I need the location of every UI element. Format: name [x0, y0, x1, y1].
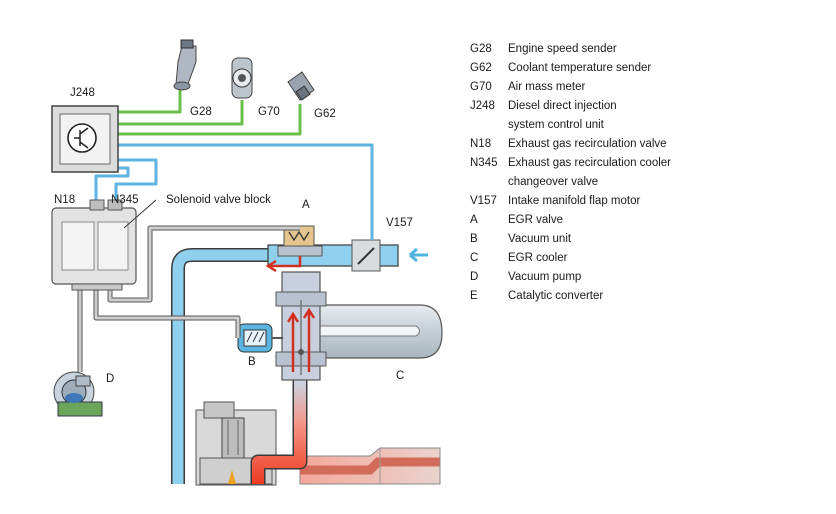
legend-row: E Catalytic converter	[470, 287, 810, 306]
label-j248: J248	[70, 87, 95, 99]
engine-speed-sender-g28	[173, 39, 197, 91]
legend-desc: EGR cooler	[508, 252, 568, 264]
control-lines	[94, 143, 374, 240]
legend-row: G28 Engine speed sender	[470, 40, 810, 59]
vacuum-pump	[53, 371, 103, 417]
legend-row: G62 Coolant temperature sender	[470, 59, 810, 78]
legend-desc: Diesel direct injection	[508, 100, 617, 112]
label-n345: N345	[111, 194, 139, 206]
legend-row: G70 Air mass meter	[470, 78, 810, 97]
label-c: C	[396, 370, 404, 382]
legend-code: V157	[470, 195, 497, 207]
label-d: D	[106, 373, 114, 385]
signal-lines	[118, 86, 302, 136]
legend-code: N345	[470, 157, 498, 169]
legend-row: A EGR valve	[470, 211, 810, 230]
legend-row: D Vacuum pump	[470, 268, 810, 287]
legend-row: changeover valve	[470, 173, 810, 192]
legend-code: B	[470, 233, 478, 245]
egr-valve	[265, 225, 323, 273]
legend-desc: Vacuum unit	[508, 233, 572, 245]
legend-desc: changeover valve	[508, 176, 599, 188]
label-g70: G70	[258, 106, 280, 118]
legend-desc: Intake manifold flap motor	[508, 195, 641, 207]
legend-row: N345 Exhaust gas recirculation cooler	[470, 154, 810, 173]
coolant-temperature-sender-g62	[287, 71, 315, 101]
egr-valve-housing	[275, 271, 327, 381]
solenoid-valve-block	[51, 199, 137, 291]
legend-row: B Vacuum unit	[470, 230, 810, 249]
legend-code: E	[470, 290, 478, 302]
label-g28: G28	[190, 106, 212, 118]
legend-desc: Exhaust gas recirculation cooler	[508, 157, 671, 169]
label-solenoid-valve-block: Solenoid valve block	[166, 194, 271, 206]
legend-code: C	[470, 252, 479, 264]
catalytic-converter	[299, 447, 441, 485]
legend-desc: Coolant temperature sender	[508, 62, 652, 74]
legend-row: V157 Intake manifold flap motor	[470, 192, 810, 211]
air-mass-meter-g70	[231, 57, 253, 99]
legend-desc: Vacuum pump	[508, 271, 582, 283]
legend-code: A	[470, 214, 478, 226]
legend-desc: Catalytic converter	[508, 290, 604, 302]
legend-code: D	[470, 271, 479, 283]
legend-desc: Exhaust gas recirculation valve	[508, 138, 667, 150]
legend-code: N18	[470, 138, 492, 150]
legend-row: system control unit	[470, 116, 810, 135]
label-a: A	[302, 199, 310, 211]
vacuum-unit	[237, 323, 283, 353]
legend-code: G70	[470, 81, 492, 93]
legend-code	[470, 173, 508, 192]
label-n18: N18	[54, 194, 75, 206]
legend-desc: Air mass meter	[508, 81, 586, 93]
legend-code: J248	[470, 100, 495, 112]
legend-desc: system control unit	[508, 119, 604, 131]
legend-code: G62	[470, 62, 492, 74]
legend-code	[470, 116, 508, 135]
egr-cooler	[289, 304, 443, 359]
legend-row: J248 Diesel direct injection	[470, 97, 810, 116]
control-unit-j248	[51, 105, 119, 173]
label-b: B	[248, 356, 256, 368]
legend-desc: EGR valve	[508, 214, 563, 226]
solenoid-block-pointer	[123, 199, 157, 229]
legend-row: N18 Exhaust gas recirculation valve	[470, 135, 810, 154]
label-v157: V157	[386, 217, 413, 229]
label-g62: G62	[314, 108, 336, 120]
component-legend: G28 Engine speed sender G62 Coolant temper…	[470, 40, 810, 306]
legend-row: C EGR cooler	[470, 249, 810, 268]
legend-desc: Engine speed sender	[508, 43, 617, 55]
legend-code: G28	[470, 43, 492, 55]
air-inflow-arrow	[409, 247, 428, 263]
engine-block	[195, 401, 277, 486]
